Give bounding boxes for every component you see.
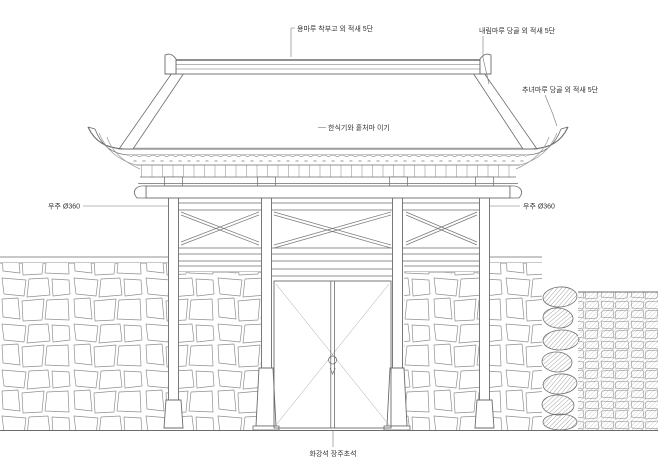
annotation-corner-column-left: 우주 Ø360 xyxy=(48,203,168,211)
gate-structure xyxy=(163,197,495,431)
eave-corner-left xyxy=(98,132,141,170)
hip-ridge-left xyxy=(118,72,185,150)
eave-corner-right xyxy=(515,132,558,170)
x-brace-right xyxy=(405,211,478,246)
stone-quoin-stack xyxy=(541,286,580,431)
annotation-hip-ridge-label: 추녀마루 당골 외 적새 5단 xyxy=(522,85,599,94)
beam-scroll-left xyxy=(134,185,147,199)
ridge-end-right xyxy=(479,53,492,75)
annotation-roof-tile-label: 한식기와 홑처마 이기 xyxy=(328,123,390,132)
roof xyxy=(87,53,569,199)
door-ornament xyxy=(328,355,337,375)
stone-wall-rubble-right xyxy=(578,291,658,430)
gate-door xyxy=(273,280,392,429)
roof-slope-tiles xyxy=(121,73,535,149)
ridge-end-left xyxy=(164,53,177,75)
hip-ridge-right xyxy=(472,72,538,150)
annotation-descending-ridge-label: 내림마루 당골 외 적새 5단 xyxy=(479,26,556,35)
x-brace-left xyxy=(180,211,260,246)
rafter-band xyxy=(136,164,520,178)
annotation-foundation-stone-label: 화강석 장주초석 xyxy=(309,449,356,458)
stone-wall-bay-left xyxy=(179,265,261,430)
annotation-ridge: 용마루 착부고 외 적새 5단 xyxy=(290,24,374,57)
main-ridge xyxy=(164,53,492,75)
head-beam xyxy=(134,183,522,199)
stone-wall-left xyxy=(0,256,168,430)
stone-wall-right xyxy=(490,256,542,430)
annotation-descending-ridge: 내림마루 당골 외 적새 5단 xyxy=(479,26,556,85)
annotation-foundation-stone: 화강석 장주초석 xyxy=(309,431,357,458)
annotation-corner-column-left-label: 우주 Ø360 xyxy=(48,203,80,211)
annotation-corner-column-right-label: 우주 Ø360 xyxy=(523,203,555,211)
column-capitals xyxy=(164,176,494,187)
eave-end-tiles xyxy=(130,155,526,162)
annotation-hip-ridge: 추녀마루 당골 외 적새 5단 xyxy=(522,85,599,127)
annotation-corner-column-right: 우주 Ø360 xyxy=(490,203,555,211)
annotations: 용마루 착부고 외 적새 5단 내림마루 당골 외 적새 5단 추녀마루 당골 … xyxy=(48,24,599,458)
stone-wall-bay-right xyxy=(404,265,479,430)
beam-scroll-right xyxy=(509,185,522,199)
eaves-fascia xyxy=(87,126,569,162)
annotation-roof-tile: 한식기와 홑처마 이기 xyxy=(318,123,390,132)
x-brace-center xyxy=(273,211,392,249)
annotation-ridge-label: 용마루 착부고 외 적새 5단 xyxy=(297,24,374,33)
